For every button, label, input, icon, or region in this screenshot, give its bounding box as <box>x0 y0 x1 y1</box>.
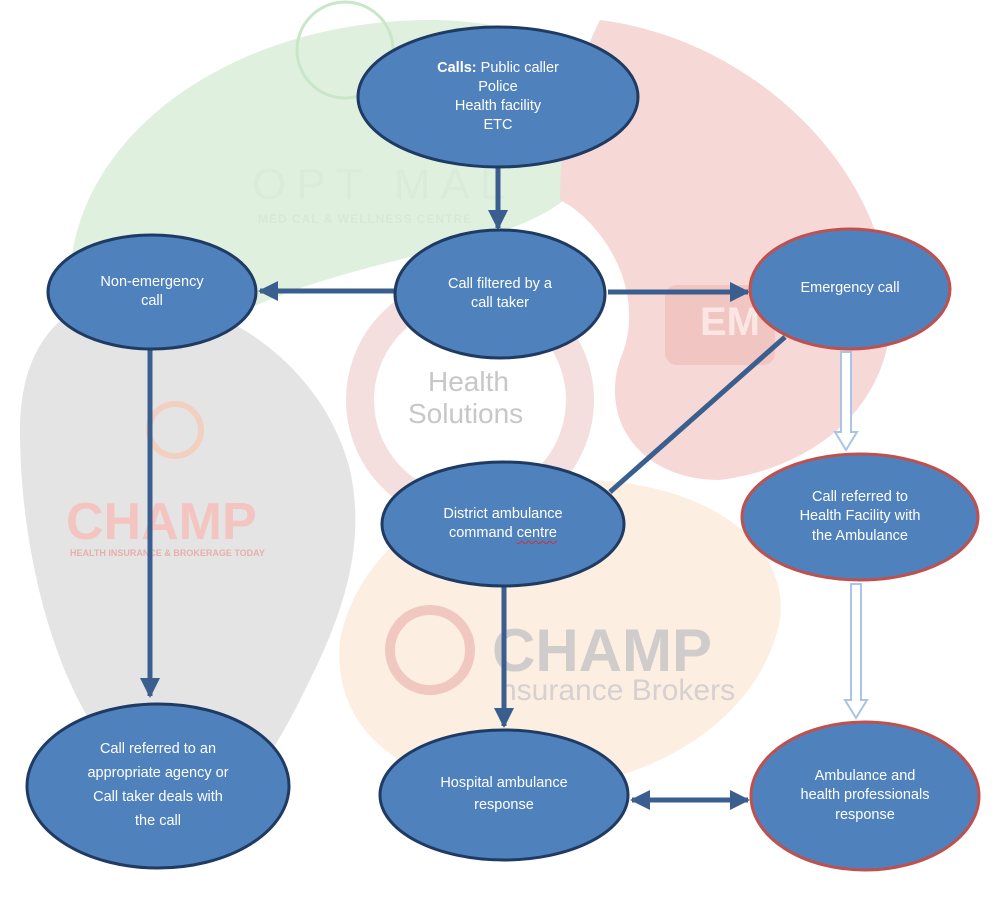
connector-emergency-to-district <box>608 335 787 494</box>
filter-node: Call filtered by a call taker <box>395 230 605 358</box>
emergency-node-shape <box>748 227 952 351</box>
referred-hf-node-text: Call referred to Health Facility with th… <box>799 489 921 544</box>
watermark-champ-center-logo <box>385 605 475 695</box>
emergency-node: Emergency call <box>750 229 950 349</box>
calls-label: Calls: <box>437 59 477 76</box>
district-node-shape <box>380 460 626 588</box>
filter-node-shape <box>393 228 607 360</box>
hospital-node: Hospital ambulance response <box>380 730 628 860</box>
hollow-arrow-referred-to-ambulance <box>843 583 869 720</box>
calls-first-line: Public caller <box>476 59 559 76</box>
referred-hf-node-shape <box>740 452 980 582</box>
filter-node-text: Call filtered by a call taker <box>448 275 552 311</box>
ambulance-pros-node: Ambulance and health professionals respo… <box>751 722 979 870</box>
calls-rest: Police Health facility ETC <box>454 78 542 134</box>
district-node-spellcheck-word: centre <box>516 525 557 541</box>
district-node: District ambulance command centre <box>382 462 624 586</box>
hospital-node-text: Hospital ambulance response <box>440 775 568 813</box>
watermark-red-blob <box>560 20 891 480</box>
non-emergency-node: Non-emergency call <box>48 235 256 349</box>
hospital-node-shape <box>378 728 630 862</box>
district-node-text: District ambulance command <box>443 505 563 541</box>
ambulance-pros-node-shape <box>749 720 981 872</box>
referred-hf-node: Call referred to Health Facility with th… <box>742 454 978 580</box>
calls-node-shape <box>356 25 640 169</box>
calls-node: Calls: Public caller Police Health facil… <box>358 27 638 167</box>
agency-node-shape <box>25 702 291 870</box>
watermark-ambulance-shape <box>665 285 775 365</box>
non-emergency-node-text: Non-emergency call <box>100 273 204 309</box>
non-emergency-node-shape <box>46 233 258 351</box>
agency-node: Call referred to an appropriate agency o… <box>27 704 289 868</box>
hollow-arrow-emergency-to-referred <box>833 351 859 452</box>
ambulance-pros-node-text: Ambulance and health professionals respo… <box>800 768 930 823</box>
agency-node-text: Call referred to an appropriate agency o… <box>87 741 229 829</box>
emergency-node-text: Emergency call <box>800 280 900 297</box>
